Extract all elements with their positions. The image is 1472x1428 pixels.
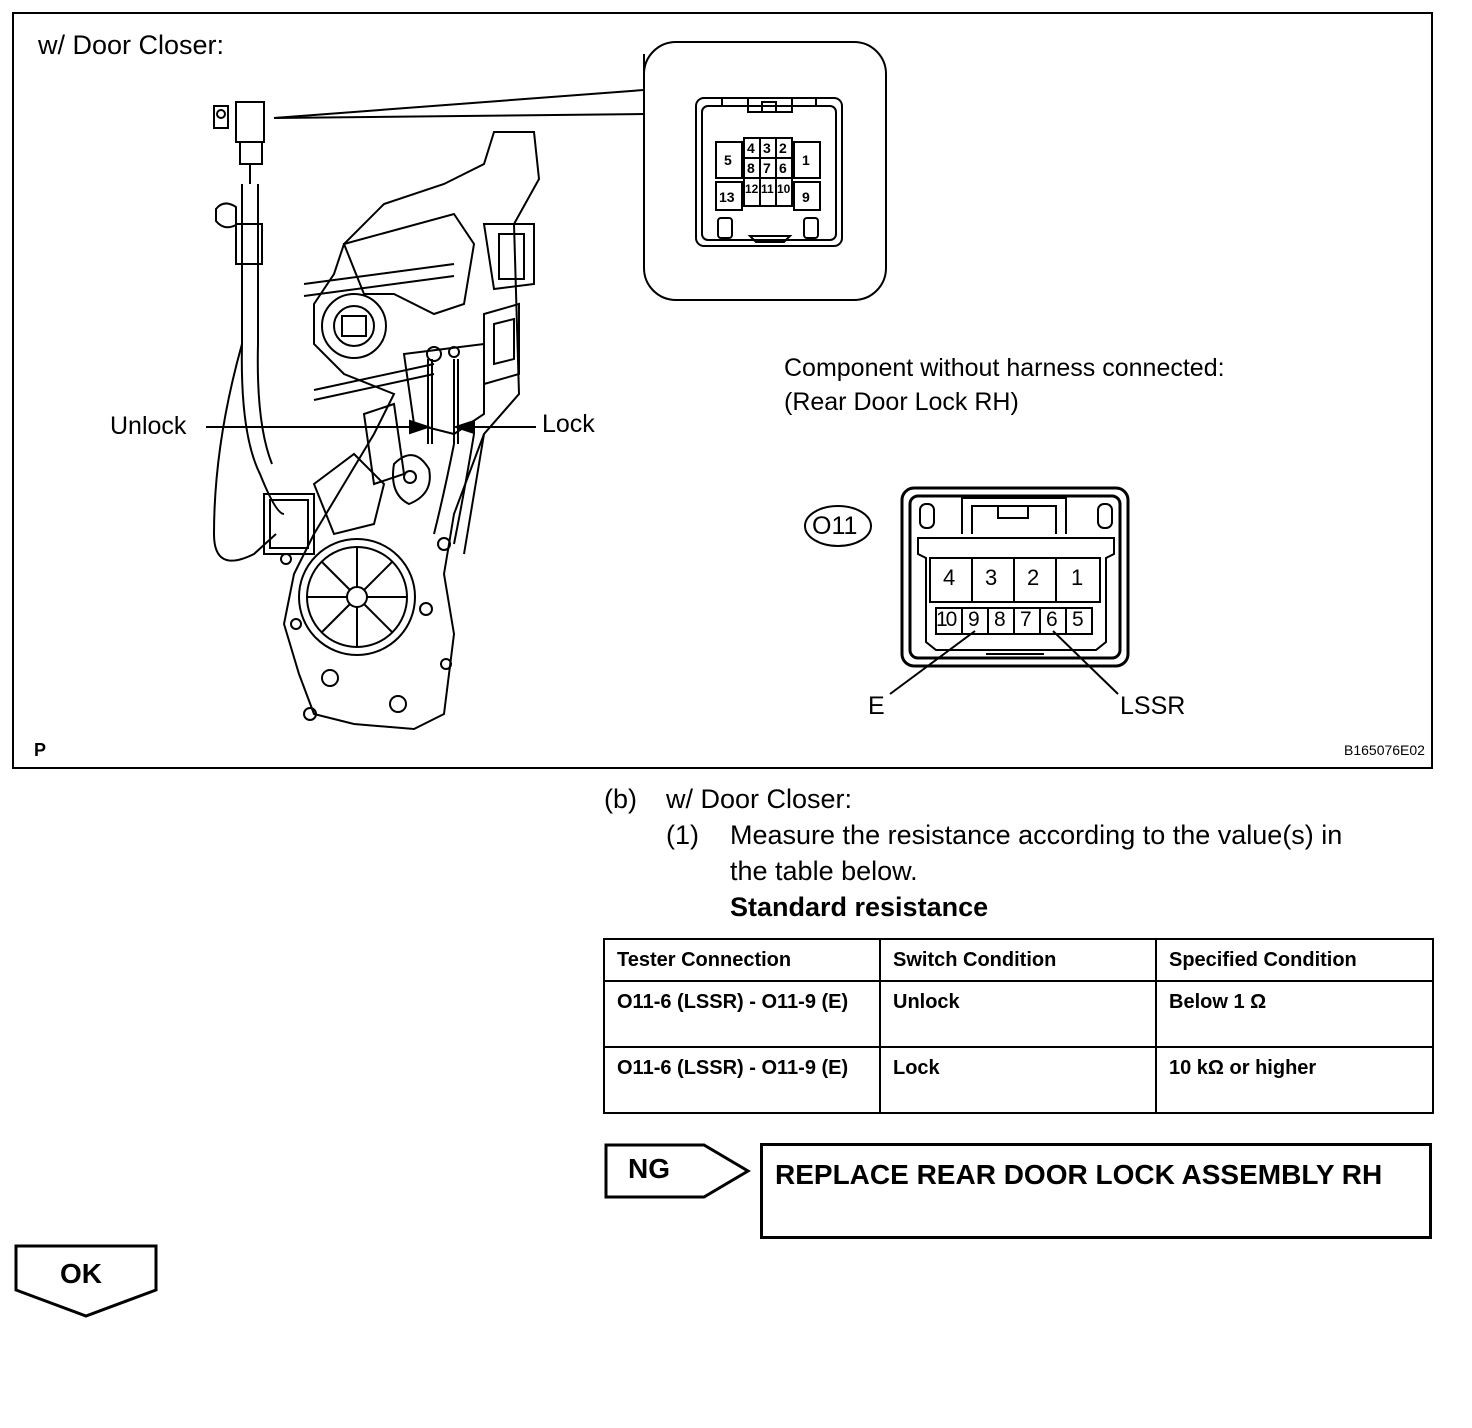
- small-pin: 3: [763, 140, 771, 156]
- small-pin: 12: [745, 182, 759, 196]
- table-row: O11-6 (LSSR) - O11-9 (E) Lock 10 kΩ or h…: [603, 1046, 1434, 1114]
- step-b-heading: w/ Door Closer:: [666, 784, 853, 814]
- large-pin: 2: [1027, 565, 1040, 590]
- figure-code: B165076E02: [1344, 742, 1425, 758]
- large-pin: 6: [1046, 608, 1058, 631]
- header-specified-condition: Specified Condition: [1155, 938, 1434, 982]
- large-pin: 1: [1071, 565, 1084, 590]
- ng-action-box: REPLACE REAR DOOR LOCK ASSEMBLY RH: [760, 1143, 1432, 1239]
- small-pin: 11: [761, 182, 774, 196]
- cell-specified-condition: 10 kΩ or higher: [1155, 1046, 1434, 1114]
- cell-specified-condition: Below 1 Ω: [1155, 980, 1434, 1048]
- small-pin: 1: [802, 152, 810, 168]
- ng-label: NG: [628, 1153, 670, 1184]
- small-pin: 8: [747, 160, 755, 176]
- step-1-label: (1): [666, 820, 699, 850]
- standard-resistance-title: Standard resistance: [730, 892, 989, 922]
- cell-switch-condition: Unlock: [879, 980, 1157, 1048]
- figure-corner-mark: P: [34, 740, 47, 760]
- component-note-line2: (Rear Door Lock RH): [784, 388, 1019, 416]
- large-pin: 7: [1020, 608, 1032, 631]
- standard-resistance-table: Tester Connection Switch Condition Speci…: [603, 938, 1434, 1114]
- header-switch-condition: Switch Condition: [879, 938, 1157, 982]
- small-pin: 7: [763, 160, 771, 176]
- lock-label: Lock: [542, 410, 595, 438]
- ng-tag: NG: [604, 1143, 752, 1199]
- table-header-row: Tester Connection Switch Condition Speci…: [603, 938, 1434, 982]
- step-1-text-line1: Measure the resistance according to the …: [730, 820, 1343, 850]
- large-pin: 10: [936, 608, 957, 631]
- door-lock-illustration: [206, 41, 1130, 731]
- cell-tester-connection: O11-6 (LSSR) - O11-9 (E): [603, 1046, 881, 1114]
- small-pin: 5: [724, 152, 732, 168]
- terminal-lssr-label: LSSR: [1120, 692, 1186, 720]
- ok-label: OK: [60, 1258, 102, 1289]
- ok-arrow-down-icon: [14, 1244, 158, 1318]
- cell-switch-condition: Lock: [879, 1046, 1157, 1114]
- ng-arrow-icon: [604, 1143, 751, 1199]
- terminal-e-label: E: [868, 692, 885, 720]
- small-pin: 2: [779, 140, 787, 156]
- large-pin: 5: [1072, 608, 1084, 631]
- step-b-label: (b): [604, 784, 637, 814]
- step-1-text-line2: the table below.: [730, 856, 918, 886]
- wiring-figure: w/ Door Closer: Unlock Lock Component wi…: [12, 12, 1433, 769]
- table-row: O11-6 (LSSR) - O11-9 (E) Unlock Below 1 …: [603, 980, 1434, 1048]
- small-pin: 13: [719, 189, 735, 205]
- header-tester-connection: Tester Connection: [603, 938, 881, 982]
- ok-tag: OK: [14, 1244, 160, 1318]
- cell-tester-connection: O11-6 (LSSR) - O11-9 (E): [603, 980, 881, 1048]
- component-note-line1: Component without harness connected:: [784, 354, 1225, 382]
- small-pin: 9: [802, 189, 810, 205]
- figure-title: w/ Door Closer:: [38, 30, 225, 60]
- connector-id: O11: [812, 512, 858, 540]
- large-pin: 4: [943, 565, 956, 590]
- large-pin: 8: [994, 608, 1006, 631]
- small-pin: 6: [779, 160, 787, 176]
- large-pin: 3: [985, 565, 998, 590]
- small-pin: 10: [777, 182, 791, 196]
- large-pin: 9: [968, 608, 980, 631]
- unlock-label: Unlock: [110, 412, 187, 440]
- small-pin: 4: [747, 140, 755, 156]
